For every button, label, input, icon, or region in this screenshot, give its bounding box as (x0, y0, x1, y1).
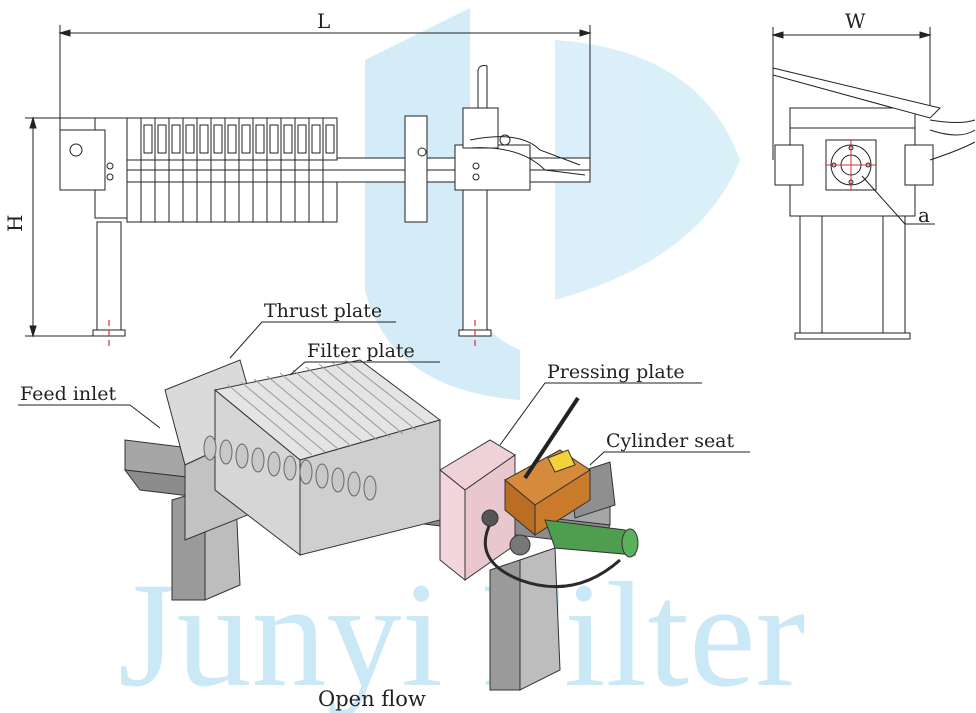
isometric-view (123, 359, 639, 691)
watermark-logo (365, 8, 740, 400)
port-label: a (918, 203, 930, 227)
callout-thrust-plate: Thrust plate (264, 300, 382, 322)
end-view (772, 67, 976, 340)
callout-cylinder-seat: Cylinder seat (606, 430, 735, 452)
dimension-length-label: L (317, 9, 330, 33)
dimension-length (58, 25, 592, 165)
callout-leaders (18, 321, 750, 466)
callout-feed-inlet: Feed inlet (20, 383, 116, 405)
dimension-width (771, 27, 932, 160)
dimension-height-label: H (3, 215, 27, 232)
dimension-width-label: W (845, 9, 866, 33)
callout-filter-plate: Filter plate (307, 340, 415, 362)
center-marks (108, 320, 476, 350)
caption-open-flow: Open flow (318, 687, 426, 711)
callout-pressing-plate: Pressing plate (547, 361, 685, 383)
side-view (59, 65, 591, 337)
